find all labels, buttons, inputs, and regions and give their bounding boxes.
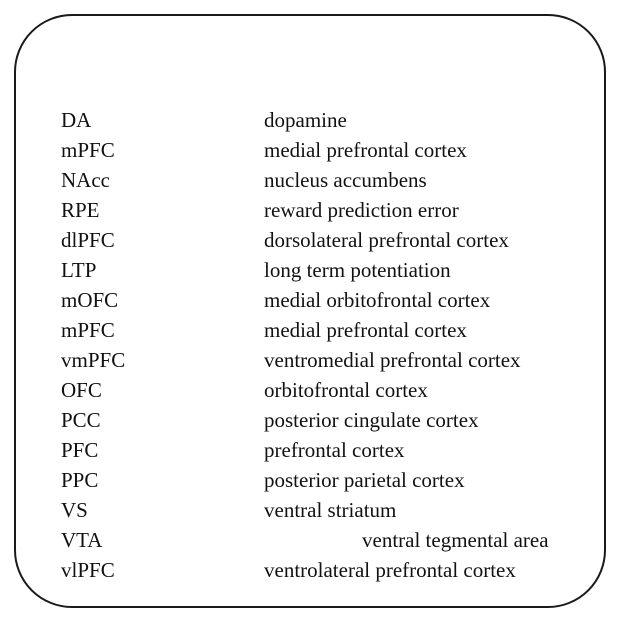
abbreviation-row: PCC posterior cingulate cortex [0,405,624,435]
definition: long term potentiation [264,258,451,282]
abbreviation-row: mPFC medial prefrontal cortex [0,315,624,345]
definition: orbitofrontal cortex [264,378,428,402]
abbreviation-row: VS ventral striatum [0,495,624,525]
abbreviation: PPC [61,468,99,492]
abbreviation: NAcc [61,168,110,192]
definition: dopamine [264,108,347,132]
abbreviation-row: DA dopamine [0,105,624,135]
definition: ventromedial prefrontal cortex [264,348,521,372]
abbreviation: VTA [61,528,103,552]
abbreviation: vlPFC [61,558,115,582]
abbreviation-row: OFC orbitofrontal cortex [0,375,624,405]
definition: ventral tegmental area [362,528,549,552]
definition: medial prefrontal cortex [264,138,467,162]
abbreviation: vmPFC [61,348,126,372]
abbreviation: LTP [61,258,97,282]
definition: reward prediction error [264,198,459,222]
abbreviation-row: NAcc nucleus accumbens [0,165,624,195]
abbreviation-row: vlPFC ventrolateral prefrontal cortex [0,555,624,585]
definition: posterior cingulate cortex [264,408,479,432]
abbreviation: mPFC [61,318,115,342]
abbreviation: PCC [61,408,101,432]
abbreviation: RPE [61,198,100,222]
abbreviation-row: mPFC medial prefrontal cortex [0,135,624,165]
abbreviation-row: RPE reward prediction error [0,195,624,225]
abbreviation: VS [61,498,88,522]
definition: nucleus accumbens [264,168,427,192]
abbreviation-row: PFC prefrontal cortex [0,435,624,465]
definition: prefrontal cortex [264,438,405,462]
abbreviation-row: VTA ventral tegmental area [0,525,624,555]
glossary-box [14,14,606,608]
abbreviation-row: dlPFC dorsolateral prefrontal cortex [0,225,624,255]
abbreviation: dlPFC [61,228,115,252]
abbreviation: mOFC [61,288,119,312]
abbreviation: mPFC [61,138,115,162]
abbreviation-row: LTP long term potentiation [0,255,624,285]
abbreviation-row: vmPFC ventromedial prefrontal cortex [0,345,624,375]
definition: ventral striatum [264,498,397,522]
abbreviation: OFC [61,378,102,402]
abbreviation: DA [61,108,92,132]
abbreviation: PFC [61,438,99,462]
abbreviation-row: mOFC medial orbitofrontal cortex [0,285,624,315]
definition: posterior parietal cortex [264,468,465,492]
definition: medial orbitofrontal cortex [264,288,491,312]
definition: medial prefrontal cortex [264,318,467,342]
abbreviation-row: PPC posterior parietal cortex [0,465,624,495]
abbreviation-list: DA dopamine mPFC medial prefrontal corte… [0,105,624,585]
definition: dorsolateral prefrontal cortex [264,228,509,252]
definition: ventrolateral prefrontal cortex [264,558,516,582]
